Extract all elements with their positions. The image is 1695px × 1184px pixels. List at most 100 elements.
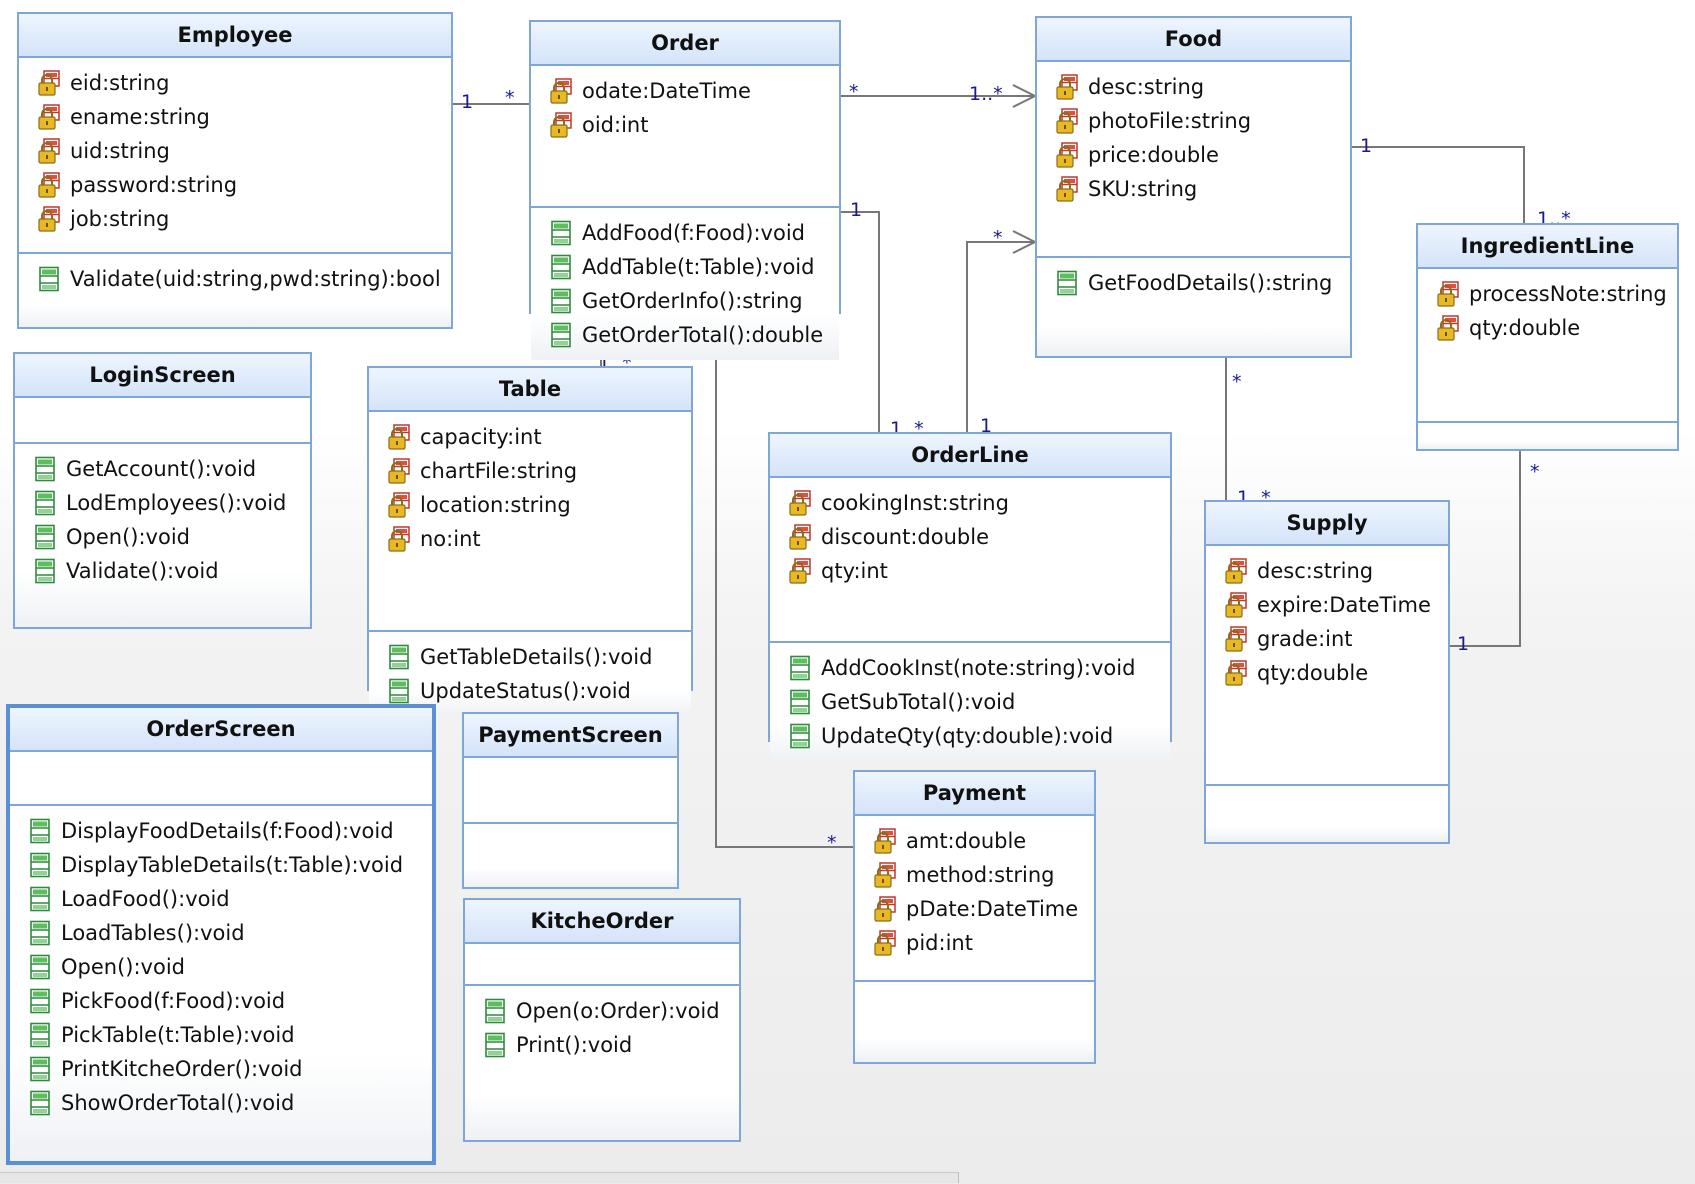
operation-compartment[interactable] [1206,786,1448,842]
operation-compartment[interactable] [855,982,1094,1062]
operation-row[interactable]: Open():void [15,520,310,554]
operation-row[interactable]: Print():void [465,1028,739,1062]
operation-row[interactable]: GetOrderInfo():string [531,284,839,318]
attribute-row[interactable]: desc:string [1037,70,1350,104]
operation-row[interactable]: GetOrderTotal():double [531,318,839,352]
operation-row[interactable]: GetAccount():void [15,452,310,486]
attribute-row[interactable]: ename:string [19,100,451,134]
class-name[interactable]: OrderLine [770,434,1170,478]
association-line[interactable] [1450,451,1521,647]
attribute-row[interactable]: capacity:int [369,420,691,454]
attribute-row[interactable]: eid:string [19,66,451,100]
association-order-food[interactable]: *1..* [841,81,1038,108]
operation-row[interactable]: PickFood(f:Food):void [10,984,432,1018]
operation-compartment[interactable] [464,824,677,887]
class-name[interactable]: Supply [1206,502,1448,546]
operation-row[interactable]: AddFood(f:Food):void [531,216,839,250]
class-name[interactable]: Order [531,22,839,66]
attribute-row[interactable]: grade:int [1206,622,1448,656]
attribute-compartment[interactable] [464,758,677,824]
association-order-orderline[interactable]: 11..* [841,199,924,440]
operation-row[interactable]: GetSubTotal():void [770,685,1170,719]
operation-row[interactable]: LodEmployees():void [15,486,310,520]
operation-row[interactable]: Open():void [10,950,432,984]
class-name[interactable]: Payment [855,772,1094,816]
class-paymentscreen[interactable]: PaymentScreen [462,712,679,889]
association-food-supply[interactable]: *1..* [1225,358,1271,509]
association-line[interactable] [966,241,1035,432]
attribute-row[interactable]: uid:string [19,134,451,168]
class-name[interactable]: PaymentScreen [464,714,677,758]
operation-row[interactable]: UpdateStatus():void [369,674,691,708]
class-name[interactable]: OrderScreen [10,708,432,752]
operation-row[interactable]: PickTable(t:Table):void [10,1018,432,1052]
attribute-row[interactable]: odate:DateTime [531,74,839,108]
operation-row[interactable]: Validate():void [15,554,310,588]
horizontal-scrollbar[interactable] [0,1172,959,1183]
class-name[interactable]: Employee [19,14,451,58]
operation-compartment[interactable]: GetFoodDetails():string [1037,258,1350,356]
attribute-row[interactable]: password:string [19,168,451,202]
operation-row[interactable]: GetFoodDetails():string [1037,266,1350,300]
attribute-row[interactable]: pDate:DateTime [855,892,1094,926]
attribute-row[interactable]: cookingInst:string [770,486,1170,520]
association-employee-order[interactable]: 1* [453,87,529,113]
attribute-row[interactable]: price:double [1037,138,1350,172]
class-name[interactable]: Food [1037,18,1350,62]
attribute-row[interactable]: qty:double [1206,656,1448,690]
class-name[interactable]: LoginScreen [15,354,310,398]
operation-row[interactable]: Validate(uid:string,pwd:string):bool [19,262,451,296]
class-name[interactable]: Table [369,368,691,412]
operation-row[interactable]: LoadTables():void [10,916,432,950]
attribute-row[interactable]: photoFile:string [1037,104,1350,138]
attribute-row[interactable]: location:string [369,488,691,522]
attribute-row[interactable]: expire:DateTime [1206,588,1448,622]
attribute-row[interactable]: processNote:string [1418,277,1677,311]
attribute-row[interactable]: discount:double [770,520,1170,554]
association-line[interactable] [1352,146,1525,223]
operation-row[interactable]: DisplayTableDetails(t:Table):void [10,848,432,882]
association-line[interactable] [715,314,853,848]
attribute-row[interactable]: desc:string [1206,554,1448,588]
attribute-row[interactable]: pid:int [855,926,1094,960]
class-name[interactable]: KitcheOrder [465,900,739,944]
attribute-row[interactable]: chartFile:string [369,454,691,488]
attribute-row[interactable]: SKU:string [1037,172,1350,206]
operation-row[interactable]: AddTable(t:Table):void [531,250,839,284]
operation-row[interactable]: ShowOrderTotal():void [10,1086,432,1120]
attribute-row[interactable]: no:int [369,522,691,556]
attribute-row[interactable]: method:string [855,858,1094,892]
operation-row[interactable]: UpdateQty(qty:double):void [770,719,1170,753]
operation-compartment[interactable] [1418,423,1677,449]
operation-row[interactable]: GetTableDetails():void [369,640,691,674]
association-line[interactable] [841,211,880,432]
association-supply-ingredientline[interactable]: 1* [1450,451,1540,655]
operation-compartment[interactable]: Validate(uid:string,pwd:string):bool [19,254,451,327]
class-name[interactable]: IngredientLine [1418,225,1677,269]
attribute-row[interactable]: oid:int [531,108,839,142]
operation-row[interactable]: LoadFood():void [10,882,432,916]
attribute-row[interactable]: job:string [19,202,451,236]
